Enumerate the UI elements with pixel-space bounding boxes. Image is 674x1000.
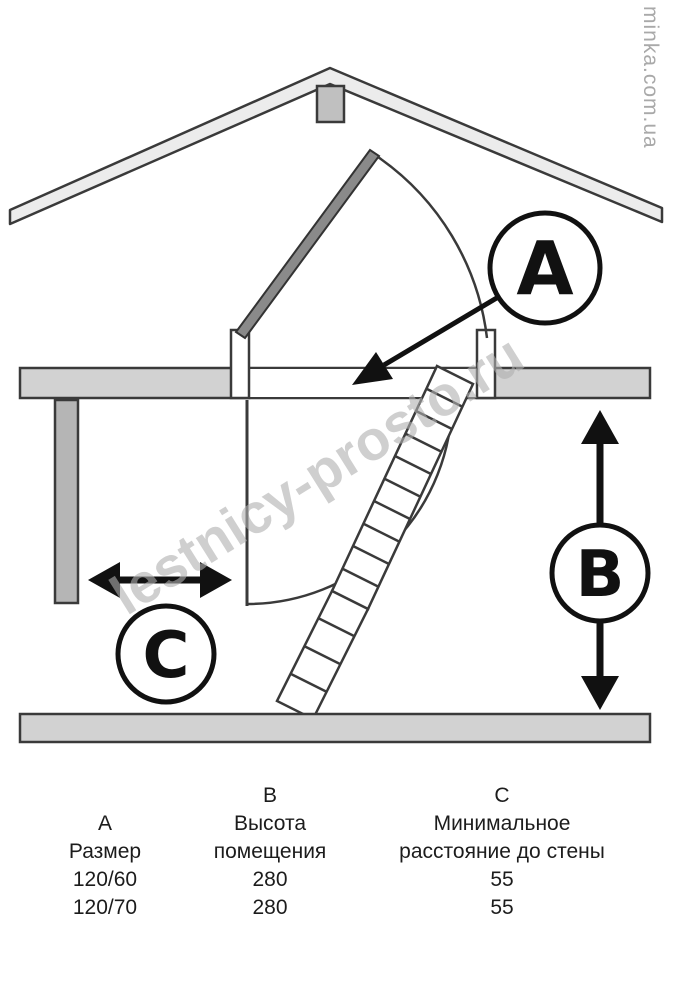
attic-ladder-diagram: A B C lestnicy-prosto.ru xyxy=(8,66,664,744)
table-cell: 120/70 xyxy=(72,896,138,919)
table-cell: Размер xyxy=(68,840,142,863)
table-header-a: A xyxy=(97,812,112,835)
table-cell: помещения xyxy=(213,840,327,863)
lid-swing-arc xyxy=(377,155,489,339)
label-b: B xyxy=(576,538,625,612)
roof-band xyxy=(8,66,664,226)
table-cell: 280 xyxy=(252,868,288,891)
ladder-rung xyxy=(303,644,341,666)
table-cell: Минимальное xyxy=(433,812,571,835)
label-c: C xyxy=(143,619,190,693)
ladder-rung xyxy=(426,387,464,409)
table-cell: 55 xyxy=(490,868,514,891)
ladder-rung xyxy=(363,522,401,544)
ladder-rung xyxy=(405,432,443,454)
watermark-vertical: minka.com.ua xyxy=(639,6,662,149)
ladder-rung xyxy=(373,499,411,521)
arrowhead-left xyxy=(88,562,120,598)
table-cell: расстояние до стены xyxy=(399,840,605,863)
ladder-rung xyxy=(384,477,422,499)
wall-left xyxy=(53,398,80,605)
table-cell: 280 xyxy=(252,896,288,919)
table-cell: 120/60 xyxy=(72,868,138,891)
ladder-rung xyxy=(352,544,390,566)
roof-vent xyxy=(315,84,346,124)
hatch-frame-left xyxy=(229,328,251,400)
table-header-c: C xyxy=(494,784,510,807)
arrowhead xyxy=(352,352,393,385)
dimension-arrow-c xyxy=(88,562,232,598)
ladder-rung xyxy=(317,616,355,638)
label-circle-b xyxy=(549,522,651,624)
ladder-rungs-upper xyxy=(342,387,464,589)
ladder-rung xyxy=(394,454,432,476)
arrowhead-down xyxy=(581,676,619,710)
table-cell xyxy=(10,782,200,810)
arrowhead-up xyxy=(581,410,619,444)
label-a: A xyxy=(516,227,573,313)
ladder-rung xyxy=(342,567,380,589)
size-table: B C A Высота Минимальное Размер помещени… xyxy=(0,782,674,922)
table-header-b: B xyxy=(262,784,277,807)
pointer-arrow-a xyxy=(352,293,502,385)
arrow-shaft xyxy=(382,293,502,368)
floor-band xyxy=(18,712,652,744)
hatch-lid xyxy=(234,148,381,340)
label-circle-a xyxy=(487,210,603,326)
ladder-rung xyxy=(415,409,453,431)
table-cell: 55 xyxy=(490,896,514,919)
table-cell: Высота xyxy=(233,812,307,835)
label-circle-c xyxy=(115,603,217,705)
ladder-rungs-lower xyxy=(290,616,355,694)
ladder-rung xyxy=(290,672,328,694)
arrowhead-right xyxy=(200,562,232,598)
